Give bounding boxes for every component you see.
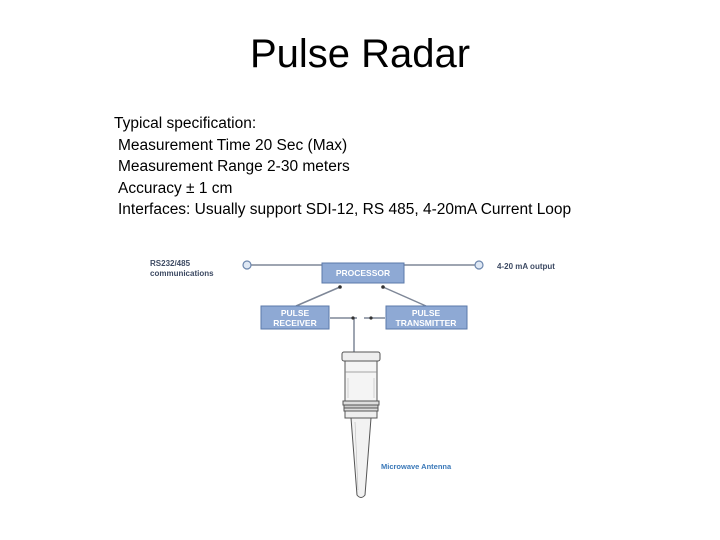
junction-dot [369,316,373,320]
pulse-receiver-label: PULSE [281,308,310,318]
comm-label: communications [150,269,214,278]
antenna-label: Microwave Antenna [381,462,452,471]
pulse-receiver-box [260,305,330,330]
processor-box [321,262,405,284]
comm-label: RS232/485 [150,259,191,268]
spec-list: Typical specification: Measurement Time … [114,113,571,221]
pulse-transmitter-box [385,305,468,330]
output-label: 4-20 mA output [497,262,555,271]
output-port-dot [474,260,484,270]
junction-dot [338,285,342,289]
spec-measurement-range: Measurement Range 2-30 meters [118,158,350,175]
processor-to-transmitter-line [382,286,427,307]
junction-dot [381,285,385,289]
junction-dot [351,316,355,320]
spec-measurement-time: Measurement Time 20 Sec (Max) [118,136,348,154]
comm-port-dot [242,260,252,270]
slide-title: Pulse Radar [249,32,471,76]
spec-interfaces: Interfaces: Usually support SDI-12, RS 4… [118,201,572,218]
pulse-receiver-label: RECEIVER [273,318,316,328]
pulse-transmitter-label: PULSE [412,308,441,318]
connection-lines [247,264,479,352]
microwave-antenna-icon [341,351,381,498]
processor-label: PROCESSOR [336,268,390,278]
processor-to-receiver-line [295,286,341,307]
spec-accuracy: Accuracy ± 1 cm [118,179,233,197]
spec-heading: Typical specification: [114,115,257,132]
pulse-transmitter-label: TRANSMITTER [396,318,457,328]
